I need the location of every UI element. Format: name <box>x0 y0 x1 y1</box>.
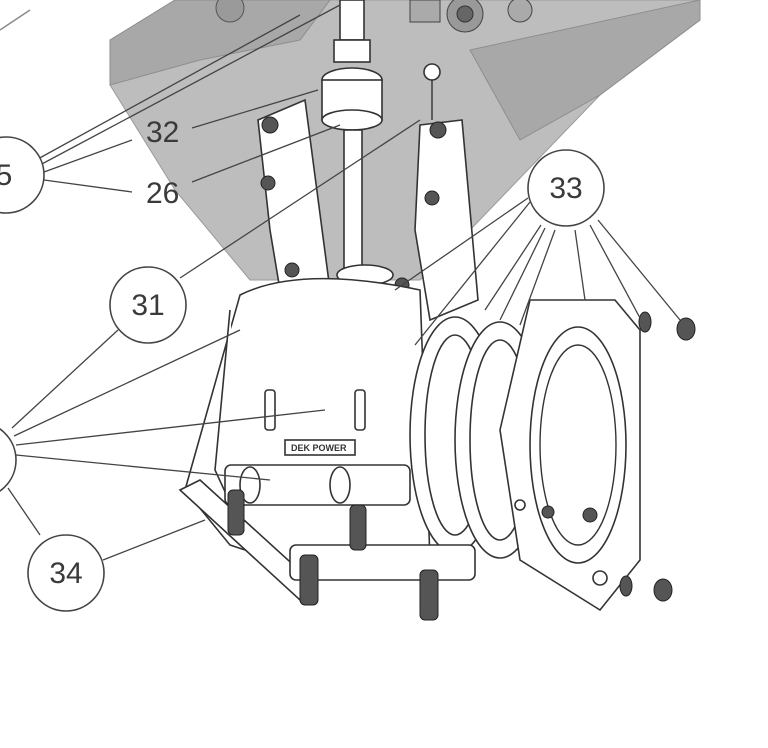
callout-33-circle <box>527 149 605 227</box>
callout-33-text: 33 <box>549 172 582 205</box>
mounting-plate <box>0 0 701 281</box>
callout-34-text: 34 <box>49 557 82 590</box>
callout-34: 34 <box>27 534 105 612</box>
brand-plate-text: DEK POWER <box>291 443 347 453</box>
callout-5-circle <box>0 136 45 214</box>
yoke-arms <box>257 98 479 328</box>
callout-31-text: 31 <box>131 289 164 322</box>
callout-33: 33 <box>527 149 605 227</box>
leader-lines <box>7 4 681 561</box>
callout-left-partial <box>0 428 17 492</box>
callout-5: 5 <box>0 136 45 214</box>
flange-rings <box>409 299 641 612</box>
spring-adjusters <box>227 489 439 621</box>
callout-5-text: 5 <box>0 159 12 192</box>
callout-31-circle <box>109 266 187 344</box>
nuts <box>619 311 696 602</box>
label-26: 26 <box>146 177 179 210</box>
callout-31: 31 <box>109 266 187 344</box>
callout-left-circle <box>0 428 17 492</box>
center-shaft <box>321 0 441 281</box>
callout-34-circle <box>27 534 105 612</box>
label-32: 32 <box>146 116 179 149</box>
